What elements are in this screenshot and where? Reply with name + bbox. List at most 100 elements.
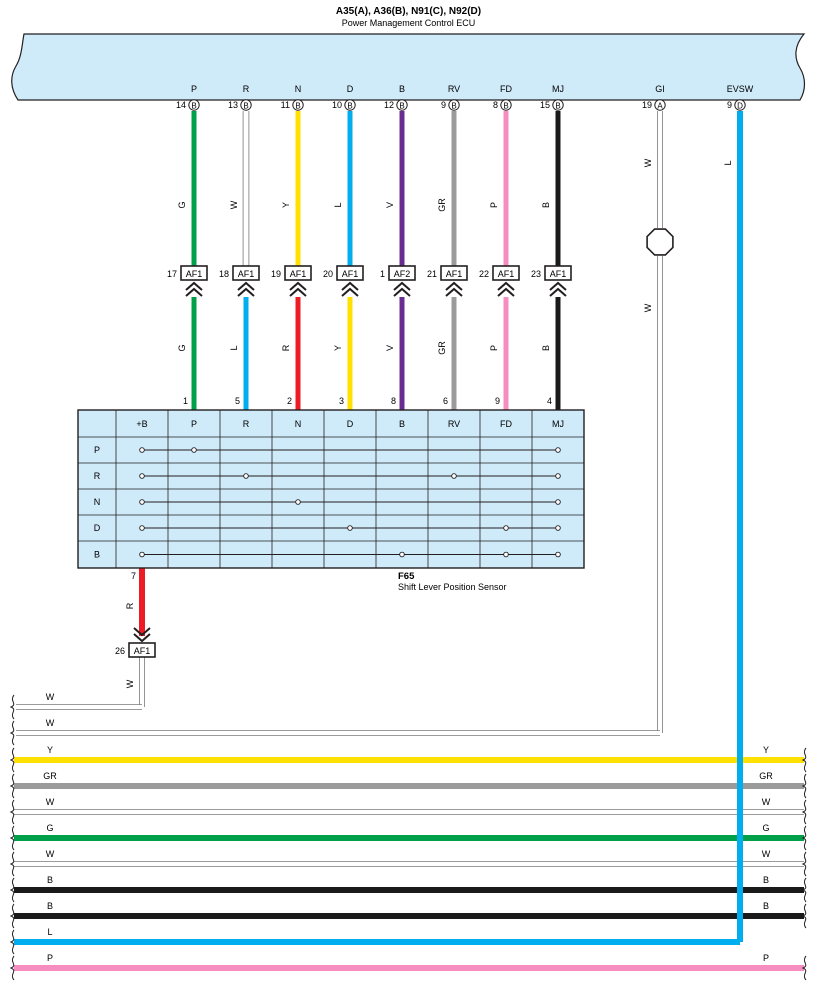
bus-brace-left (9, 877, 15, 903)
bus-wire-left-label: B (47, 875, 53, 885)
bus-brace-left (9, 747, 15, 773)
bus-brace-left (9, 773, 15, 799)
ecu-pin-label: B (399, 84, 405, 94)
bus-wire-right-label: B (763, 901, 769, 911)
junction-box (336, 265, 364, 281)
sensor-row-label: R (94, 471, 101, 481)
lower-wire-color-label: B (541, 345, 551, 351)
ecu-pin-number: 15 (540, 100, 550, 110)
bus-wire-left-label: W (46, 797, 55, 807)
upper-wire-color-label: V (385, 202, 395, 208)
gi-wire-color-label: W (643, 158, 653, 167)
junction-code: AF1 (498, 269, 515, 279)
ecu-name: Power Management Control ECU (341, 18, 476, 28)
sensor-column-header: RV (448, 419, 460, 429)
sensor-contact-point (139, 499, 145, 505)
ecu-pin-number: 9 (441, 100, 446, 110)
lower-wire-color-label: R (281, 344, 291, 351)
sensor-column-header: MJ (552, 419, 564, 429)
sensor-row-label: D (94, 523, 101, 533)
junction-chevron (341, 287, 359, 297)
junction-chevron (133, 633, 151, 643)
upper-wire-color-label: L (333, 202, 343, 207)
sensor-pin-number: 8 (391, 396, 396, 406)
ecu-connector-circle (552, 99, 564, 111)
ecu-pin-label: EVSW (727, 84, 754, 94)
ecu-connector-circle (344, 99, 356, 111)
sensor-row-label: N (94, 497, 101, 507)
ecu-connector-circle (188, 99, 200, 111)
bus-brace-right (801, 955, 807, 981)
sensor-contact-point (191, 447, 197, 453)
evsw-wire-color-label: L (723, 160, 733, 165)
lower-wire-color-label: L (229, 345, 239, 350)
junction-code: AF1 (238, 269, 255, 279)
junction-number: 21 (427, 269, 437, 279)
lower-wire-color-label: G (177, 344, 187, 351)
sensor-pin-number: 4 (547, 396, 552, 406)
junction-box (544, 265, 572, 281)
sensor-pin-number: 3 (339, 396, 344, 406)
sensor-contact-point (399, 551, 405, 558)
bus-brace-right (801, 799, 807, 825)
bus-wire-left-label: B (47, 901, 53, 911)
sensor-contact-point (555, 551, 561, 558)
ecu-connector-id: A (657, 102, 663, 111)
bus-wire-left-label: W (46, 718, 55, 728)
junction-code: AF1 (134, 646, 151, 656)
plus-b-pin-number: 7 (131, 571, 136, 581)
junction-code: AF1 (290, 269, 307, 279)
af1-26-wire-color-label: W (125, 679, 135, 688)
junction-chevron (185, 287, 203, 297)
bus-wire-left-label: W (46, 692, 55, 702)
sensor-contact-point (555, 447, 561, 453)
sensor-contact-point (451, 473, 457, 479)
sensor-contact-point (347, 525, 353, 531)
bus-wire-right-label: GR (759, 771, 773, 781)
sensor-contact-point (139, 525, 145, 531)
sensor-name: Shift Lever Position Sensor (398, 582, 507, 592)
junction-number: 23 (531, 269, 541, 279)
ecu-panel (11, 33, 806, 101)
sensor-column-header: P (191, 419, 197, 429)
sensor-contact-point (139, 447, 145, 453)
ecu-connector-circle (240, 99, 252, 111)
bus-wire-right-label: W (762, 849, 771, 859)
sensor-row-label: P (94, 445, 100, 455)
junction-box (128, 642, 156, 658)
junction-box (284, 265, 312, 281)
bus-brace-right (801, 851, 807, 877)
junction-chevron (185, 281, 203, 291)
ecu-code: A35(A), A36(B), N91(C), N92(D) (335, 6, 482, 17)
ecu-pin-number: 13 (228, 100, 238, 110)
ecu-pin-label: FD (500, 84, 512, 94)
junction-chevron (549, 281, 567, 291)
ecu-connector-circle (654, 99, 666, 111)
ecu-connector-id: D (737, 102, 743, 111)
bus-wire-right-label: B (763, 875, 769, 885)
sensor-column-header: FD (500, 419, 512, 429)
junction-chevron (445, 281, 463, 291)
sensor-code: F65 (398, 571, 415, 582)
sensor-contact-point (555, 525, 561, 531)
lower-wire-color-label: P (489, 345, 499, 351)
lower-wire-color-label: V (385, 345, 395, 351)
ecu-pin-label: N (295, 84, 302, 94)
ecu-pin-number: 9 (727, 100, 732, 110)
ecu-pin-number: 8 (493, 100, 498, 110)
sensor-pin-number: 1 (183, 396, 188, 406)
sensor-row-label: B (94, 550, 100, 560)
ecu-pin-label: GI (655, 84, 665, 94)
junction-box (440, 265, 468, 281)
bus-wire-right-label: G (762, 823, 769, 833)
ecu-connector-circle (500, 99, 512, 111)
bus-brace-left (9, 903, 15, 929)
upper-wire-color-label: P (489, 202, 499, 208)
ecu-pin-number: 10 (332, 100, 342, 110)
sensor-column-header: B (399, 419, 405, 429)
junction-box (492, 265, 520, 281)
inline-connector-octagon (646, 228, 674, 256)
junction-code: AF1 (186, 269, 203, 279)
